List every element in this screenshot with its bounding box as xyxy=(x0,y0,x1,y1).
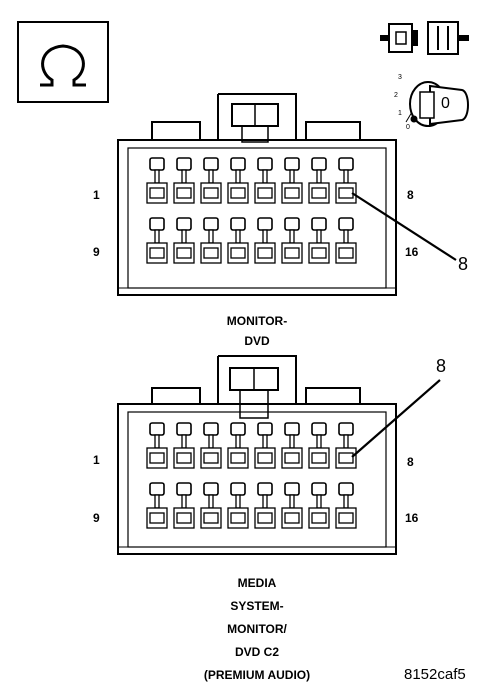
connector-1-title-line-1: MONITOR- xyxy=(226,314,288,328)
key-position-1: 1 xyxy=(398,110,402,117)
connector-plug-icon xyxy=(380,21,469,55)
connector-2-pin-9 xyxy=(146,482,168,529)
ignition-key-icon xyxy=(405,81,469,127)
connector-1-pin-6 xyxy=(281,157,303,204)
connector-2-pin-11 xyxy=(200,482,222,529)
connector-2-pin-5 xyxy=(254,422,276,469)
connector-2-pin-10 xyxy=(173,482,195,529)
connector-2-pin-15 xyxy=(308,482,330,529)
connector-1-title-line-2: DVD xyxy=(244,334,270,348)
connector-1-pin-12 xyxy=(227,217,249,264)
connector-2-pin-1-label: 1 xyxy=(93,453,100,467)
connector-2-pin-8 xyxy=(335,422,357,469)
connector-2-callout-leader xyxy=(351,379,441,458)
connector-1-callout-leader xyxy=(351,192,457,261)
connector-1-pin-4 xyxy=(227,157,249,204)
connector-1-pin-7 xyxy=(308,157,330,204)
connector-1-pin-10 xyxy=(173,217,195,264)
connector-1-pin-14 xyxy=(281,217,303,264)
connector-2-title-line-5: (PREMIUM AUDIO) xyxy=(203,668,311,682)
connector-1-callout: 8 xyxy=(458,254,469,274)
connector-2-pin-16-label: 16 xyxy=(405,511,419,525)
connector-2-pin-2 xyxy=(173,422,195,469)
omega-symbol-icon xyxy=(17,21,109,103)
connector-2-title-line-2: SYSTEM- xyxy=(230,599,284,613)
connector-1-pin-1-label: 1 xyxy=(93,188,100,202)
connector-2-title-line-4: DVD C2 xyxy=(234,645,279,659)
key-position-3: 3 xyxy=(398,74,402,81)
connector-2-pin-16 xyxy=(335,482,357,529)
connector-1-housing xyxy=(117,93,397,296)
connector-1-pin-5 xyxy=(254,157,276,204)
connector-2-pin-3 xyxy=(200,422,222,469)
connector-1-pin-2 xyxy=(173,157,195,204)
connector-1-pin-11 xyxy=(200,217,222,264)
connector-2-pin-9-label: 9 xyxy=(93,511,100,525)
connector-2-pin-14 xyxy=(281,482,303,529)
connector-1-pin-8 xyxy=(335,157,357,204)
key-position-2: 2 xyxy=(394,92,398,99)
connector-2-title-line-3: MONITOR/ xyxy=(227,622,287,636)
connector-2-pin-1 xyxy=(146,422,168,469)
connector-1-pin-9-label: 9 xyxy=(93,245,100,259)
connector-1-pin-8-label: 8 xyxy=(407,188,414,202)
connector-1-pin-15 xyxy=(308,217,330,264)
connector-2-pin-4 xyxy=(227,422,249,469)
connector-2-pin-12 xyxy=(227,482,249,529)
connector-1-pin-13 xyxy=(254,217,276,264)
connector-1-pin-3 xyxy=(200,157,222,204)
connector-2-pin-6 xyxy=(281,422,303,469)
connector-1-pin-9 xyxy=(146,217,168,264)
key-position-0: 0 xyxy=(406,124,410,131)
connector-2-pin-7 xyxy=(308,422,330,469)
figure-code: 8152caf5 xyxy=(404,666,466,683)
connector-2-pin-8-label: 8 xyxy=(407,455,414,469)
connector-1-pin-16 xyxy=(335,217,357,264)
connector-2-callout: 8 xyxy=(436,356,447,376)
connector-2-pin-13 xyxy=(254,482,276,529)
connector-1-pin-16-label: 16 xyxy=(405,245,419,259)
connector-2-title-line-1: MEDIA xyxy=(237,576,277,590)
connector-2-housing xyxy=(117,355,397,555)
connector-1-pin-1 xyxy=(146,157,168,204)
key-label: 0 xyxy=(441,95,450,112)
